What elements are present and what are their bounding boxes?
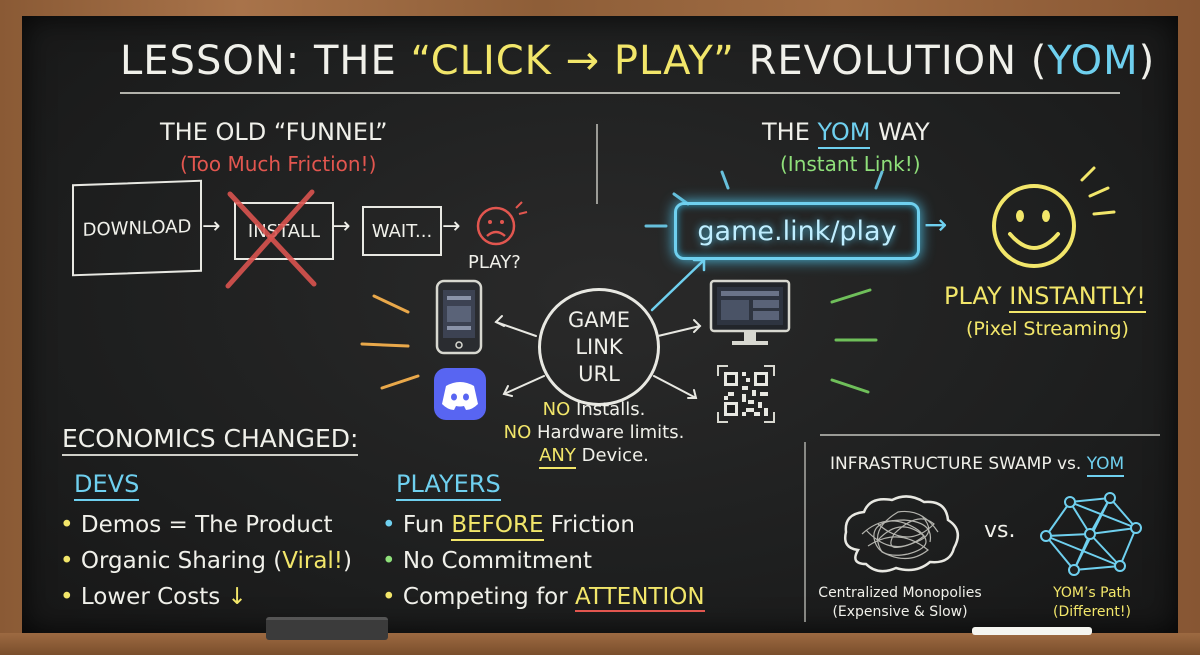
- title-prefix: LESSON: THE: [120, 38, 411, 84]
- game-link-text: game.link/play: [697, 215, 897, 247]
- sad-face-icon: [476, 201, 528, 246]
- bullet-dot: •: [382, 548, 396, 574]
- devs-item-costs-before: Lower Costs: [80, 584, 228, 610]
- players-item-attention-before: Competing for: [402, 584, 576, 610]
- players-item-commitment: • No Commitment: [382, 548, 592, 574]
- players-item-attention: • Competing for ATTENTION: [382, 584, 705, 612]
- bullet-dot: •: [382, 584, 396, 610]
- mesh-network-icon: [1040, 492, 1142, 576]
- step-download-label: DOWNLOAD: [82, 215, 192, 241]
- devs-item-sharing-before: Organic Sharing (: [80, 548, 283, 574]
- bullet-dot: •: [60, 512, 74, 538]
- infra-left-label: Centralized Monopolies: [818, 585, 982, 601]
- infra-heading: INFRASTRUCTURE SWAMP vs. YOM: [830, 454, 1125, 477]
- chalkboard: LESSON: THE “CLICK → PLAY” REVOLUTION (Y…: [22, 16, 1178, 633]
- hub-note-hardware: NO Hardware limits.: [474, 421, 714, 444]
- infra-vs: vs.: [984, 518, 1016, 543]
- hub-note-installs-text: Installs.: [570, 399, 646, 420]
- play-instantly-emph: INSTANTLY!: [1009, 282, 1146, 313]
- players-item-attention-emph: ATTENTION: [575, 584, 705, 612]
- economics-heading: ECONOMICS CHANGED:: [62, 424, 359, 456]
- hub-line-link: LINK: [575, 334, 623, 359]
- game-link-box[interactable]: game.link/play: [674, 202, 920, 260]
- play-instantly-prefix: PLAY: [944, 282, 1010, 310]
- players-item-fun-emph: BEFORE: [451, 512, 544, 541]
- players-item-fun: • Fun BEFORE Friction: [382, 512, 635, 541]
- title-brand: YOM: [1047, 38, 1139, 84]
- hub-notes: NO Installs. NO Hardware limits. ANY Dev…: [474, 398, 714, 469]
- arrow-3: →: [442, 214, 461, 239]
- bullet-dot: •: [382, 512, 396, 538]
- step-wait: WAIT...: [362, 206, 442, 256]
- yom-way-prefix: THE: [762, 118, 818, 146]
- hub-note-hardware-text: Hardware limits.: [531, 422, 685, 443]
- players-item-fun-after: Friction: [543, 512, 635, 538]
- yom-way-heading: THE YOM WAY: [762, 118, 930, 149]
- step-wait-label: WAIT...: [371, 220, 433, 242]
- infra-heading-prefix: INFRASTRUCTURE SWAMP vs.: [830, 454, 1087, 474]
- hub-note-installs-emph: NO: [542, 399, 571, 420]
- down-arrow-icon: ↓: [227, 584, 247, 610]
- hub-note-device: ANY Device.: [474, 444, 714, 469]
- yom-way-brand: YOM: [817, 118, 871, 149]
- cross-out-icon: [225, 189, 317, 289]
- devs-item-sharing: • Organic Sharing (Viral!): [60, 548, 352, 574]
- hub-circle: GAME LINK URL: [538, 288, 660, 406]
- chalk-tray: [0, 633, 1200, 655]
- title-underline: [120, 92, 1120, 94]
- pixel-streaming-note: (Pixel Streaming): [966, 318, 1129, 340]
- title-highlight: “CLICK → PLAY”: [410, 38, 735, 84]
- yom-way-subheading: (Instant Link!): [780, 152, 921, 176]
- step-play-label: PLAY?: [468, 252, 521, 273]
- smartphone-icon: [435, 279, 483, 355]
- happy-face-icon: [992, 166, 1116, 268]
- hub-note-device-emph: ANY: [539, 445, 576, 469]
- infra-right-caption: YOM’s Path (Different!): [1032, 584, 1152, 622]
- title-mid: REVOLUTION (: [734, 38, 1048, 84]
- tangled-cloud-icon: [844, 495, 960, 573]
- step-download: DOWNLOAD: [72, 179, 202, 277]
- play-instantly: PLAY INSTANTLY!: [944, 282, 1146, 313]
- infra-heading-brand: YOM: [1086, 454, 1125, 477]
- old-funnel-subheading: (Too Much Friction!): [180, 152, 377, 176]
- players-heading: PLAYERS: [396, 470, 501, 501]
- devs-item-sharing-emph: Viral!: [282, 548, 344, 574]
- hub-connections: [360, 258, 878, 399]
- infra-left-note: (Expensive & Slow): [832, 604, 968, 620]
- qr-code-icon: [717, 365, 775, 423]
- eraser[interactable]: [266, 617, 388, 640]
- hub-note-installs: NO Installs.: [474, 398, 714, 421]
- hub-note-hardware-emph: NO: [503, 422, 532, 443]
- hub-note-device-text: Device.: [575, 445, 649, 466]
- hub-line-url: URL: [578, 361, 620, 386]
- old-funnel-heading: THE OLD “FUNNEL”: [160, 118, 388, 146]
- infra-right-note: (Different!): [1053, 604, 1131, 620]
- infra-left-caption: Centralized Monopolies (Expensive & Slow…: [810, 584, 990, 622]
- arrow-1: →: [202, 214, 221, 239]
- devs-item-demos-before: Demos = The Product: [80, 512, 333, 538]
- page-title: LESSON: THE “CLICK → PLAY” REVOLUTION (Y…: [120, 38, 1155, 84]
- monitor-icon: [709, 279, 791, 345]
- hub-line-game: GAME: [567, 307, 631, 332]
- chalk-stick[interactable]: [972, 627, 1092, 635]
- step-install: INSTALL: [234, 202, 334, 260]
- center-divider: [596, 124, 598, 204]
- infra-divider: [804, 442, 806, 622]
- title-suffix: ): [1138, 38, 1156, 84]
- players-item-commitment-before: No Commitment: [402, 548, 592, 574]
- devs-item-demos: • Demos = The Product: [60, 512, 333, 538]
- devs-item-sharing-after: ): [343, 548, 353, 574]
- yom-way-suffix: WAY: [870, 118, 930, 146]
- bullet-dot: •: [60, 584, 74, 610]
- discord-icon: [434, 368, 486, 420]
- arrow-2: →: [332, 214, 351, 239]
- infra-top-line: [820, 434, 1160, 436]
- devs-heading: DEVS: [74, 470, 140, 501]
- infra-right-label: YOM’s Path: [1053, 585, 1131, 601]
- bullet-dot: •: [60, 548, 74, 574]
- devs-item-costs: • Lower Costs ↓: [60, 584, 247, 610]
- players-item-fun-before: Fun: [402, 512, 452, 538]
- step-install-label: INSTALL: [247, 220, 321, 242]
- link-arrow: →: [924, 208, 948, 241]
